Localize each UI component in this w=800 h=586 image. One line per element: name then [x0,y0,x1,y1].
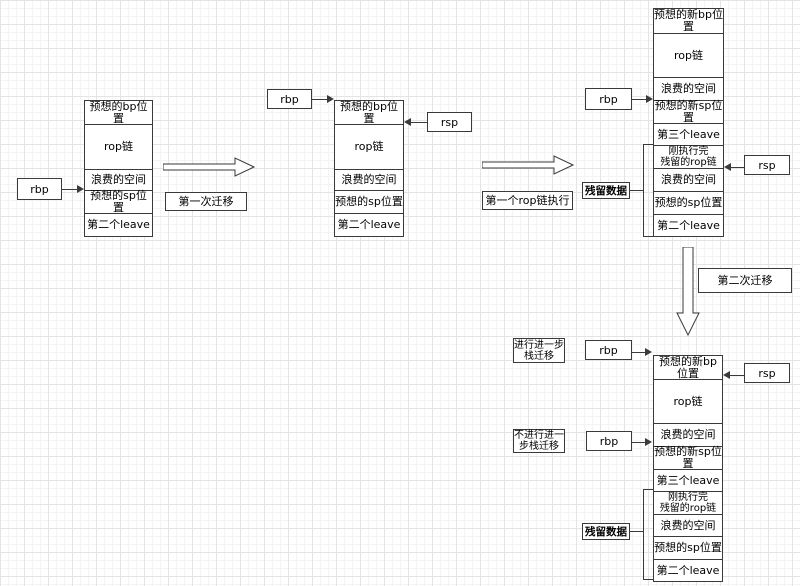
arrowhead-right-icon [327,95,334,103]
arrowhead-right-icon [645,348,652,356]
second-migration-label: 第二次迁移 [698,268,792,293]
stack-cell: 浪费的空间 [335,169,403,190]
stack-after-first-migration: 预想的bp位置 rop链 浪费的空间 预想的sp位置 第二个leave [334,100,404,237]
stack-cell: 刚执行完 残留的rop链 [654,491,722,514]
residual-bracket [643,144,653,237]
stack-cell: 预想的bp位置 [335,100,403,124]
rbp-arrow-line [632,99,647,100]
rbp-register-box: rbp [267,89,312,109]
rsp-arrow-line [731,167,745,168]
stack-cell: 第二个leave [335,213,403,236]
stack-cell: 预想的sp位置 [335,190,403,213]
stack-cell: 预想的sp位置 [85,190,152,214]
arrowhead-left-icon [723,371,730,379]
arrowhead-left-icon [404,118,411,126]
stack-cell: 刚执行完 残留的rop链 [654,145,723,168]
stack-cell: 预想的新bp位置 [654,355,722,379]
stack-cell: 预想的bp位置 [85,100,152,124]
no-further-migration-label: 不进行进一 步栈迁移 [513,429,565,453]
stack-cell: rop链 [85,124,152,169]
residual-data-label: 残留数据 [582,182,630,199]
rop-exec-arrow-right-icon [482,155,574,175]
stack-cell: 第二个leave [85,213,152,236]
stack-cell: rop链 [654,379,722,423]
further-migration-label: 进行进一步 栈迁移 [513,338,565,363]
residual-connector-line [630,531,643,532]
first-migration-label: 第一次迁移 [165,192,247,211]
arrowhead-right-icon [646,95,653,103]
stack-cell: rop链 [654,33,723,77]
stack-after-second-migration: 预想的新bp位置 rop链 浪费的空间 预想的新sp位置 第三个leave 刚执… [653,355,723,582]
rsp-arrow-line [411,122,427,123]
stack-initial: 预想的bp位置 rop链 浪费的空间 预想的sp位置 第二个leave [84,100,153,237]
rbp-arrow-line [312,99,328,100]
arrowhead-left-icon [724,163,731,171]
rbp-register-box: rbp [585,340,632,360]
first-rop-exec-label: 第一个rop链执行 [482,191,573,210]
stack-cell: 第三个leave [654,123,723,145]
stack-cell: 浪费的空间 [654,423,722,446]
rbp-register-box: rbp [17,178,62,200]
stack-cell: 浪费的空间 [654,514,722,536]
residual-bracket [643,489,653,580]
stack-cell: 第二个leave [654,559,722,581]
rbp-arrow-line [632,352,646,353]
residual-connector-line [630,190,643,191]
stack-cell: 第三个leave [654,469,722,491]
rsp-arrow-line [730,375,744,376]
stack-cell: 浪费的空间 [85,169,152,190]
rsp-register-box: rsp [427,112,472,132]
stack-cell: 浪费的空间 [654,77,723,100]
stack-cell: 预想的新sp位置 [654,445,722,470]
stack-cell: 预想的sp位置 [654,191,723,214]
stack-cell: 第二个leave [654,214,723,236]
stack-cell: rop链 [335,124,403,169]
arrowhead-right-icon [645,438,652,446]
migration-arrow-right-icon [163,157,255,177]
rbp-register-box: rbp [585,88,632,110]
rbp-arrow-line [62,189,78,190]
second-migration-arrow-down-icon [676,247,700,336]
rsp-register-box: rsp [744,363,790,383]
rbp-register-box: rbp [586,431,632,451]
stack-cell: 浪费的空间 [654,168,723,191]
stack-after-rop-exec: 预想的新bp位置 rop链 浪费的空间 预想的新sp位置 第三个leave 刚执… [653,8,724,237]
stack-cell: 预想的新bp位置 [654,8,723,33]
stack-cell: 预想的新sp位置 [654,99,723,124]
rsp-register-box: rsp [744,155,790,175]
residual-data-label: 残留数据 [582,523,630,540]
arrowhead-right-icon [77,185,84,193]
rbp-arrow-line [632,442,646,443]
stack-cell: 预想的sp位置 [654,536,722,559]
